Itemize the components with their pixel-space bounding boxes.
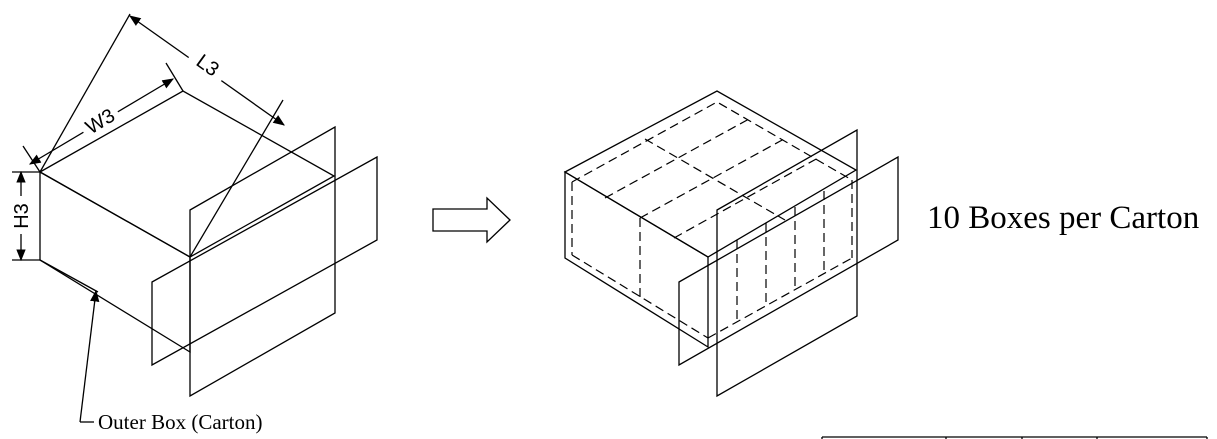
outer-box-caption: Outer Box (Carton) (98, 410, 262, 434)
packed-front-face (564, 170, 709, 349)
dimension-extension-lines (12, 13, 284, 261)
boxes-per-carton-note: 10 Boxes per Carton (927, 200, 1199, 236)
inner-boxes-hidden-lines (571, 101, 853, 339)
carton-top-face (38, 90, 336, 258)
packed-flap-planes (678, 128, 899, 398)
carton-bottom-edge (39, 259, 99, 293)
packed-carton-figure (563, 90, 858, 349)
dim-label-h3: H3 (11, 203, 33, 229)
outer-box-leader (79, 289, 100, 423)
carton-front-face (39, 170, 191, 354)
dimension-lines (16, 15, 285, 262)
packed-top-face (563, 90, 858, 258)
transition-arrow-icon (432, 196, 511, 244)
packed-flap-rear (716, 128, 858, 398)
carton-flap-front (151, 155, 378, 367)
carton-flap-rear (189, 125, 336, 398)
packed-flap-front (678, 155, 899, 367)
carton-flap-planes (151, 125, 378, 398)
